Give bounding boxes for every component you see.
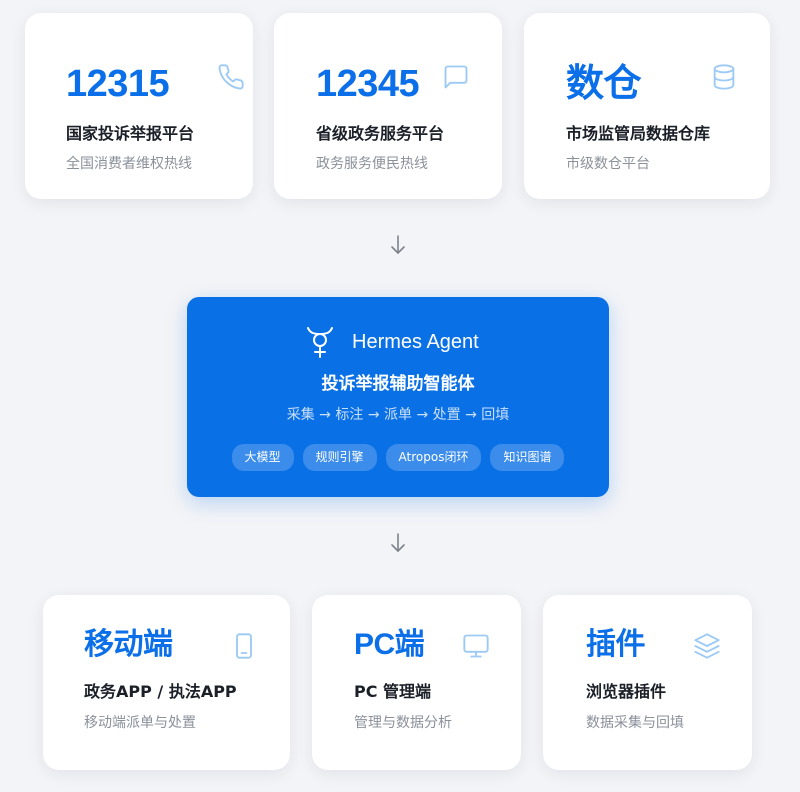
output-name: 插件 <box>586 628 646 661</box>
hermes-agent-card: Hermes Agent 投诉举报辅助智能体 采集 → 标注 → 派单 → 处置… <box>187 297 609 497</box>
agent-process-flow: 采集 → 标注 → 派单 → 处置 → 回填 <box>286 407 510 423</box>
output-title: PC 管理端 <box>354 682 432 701</box>
output-title: 政务APP / 执法APP <box>84 682 237 701</box>
hermes-caduceus-icon <box>305 325 335 359</box>
agent-brand-name: Hermes Agent <box>352 331 479 353</box>
capability-tag: 规则引擎 <box>302 444 377 471</box>
agent-capability-tags: 大模型 规则引擎 Atropos闭环 知识图谱 <box>187 444 609 471</box>
database-icon <box>710 63 738 91</box>
source-card-12345: 12345 省级政务服务平台 政务服务便民热线 <box>274 13 502 199</box>
flow-arrow-down-icon <box>388 233 408 257</box>
source-title: 国家投诉举报平台 <box>66 124 195 143</box>
output-card-plugin: 插件 浏览器插件 数据采集与回填 <box>543 595 752 770</box>
output-card-mobile: 移动端 政务APP / 执法APP 移动端派单与处置 <box>43 595 290 770</box>
source-card-12315: 12315 国家投诉举报平台 全国消费者维权热线 <box>25 13 253 199</box>
capability-tag: Atropos闭环 <box>385 444 482 471</box>
capability-tag: 知识图谱 <box>490 444 565 471</box>
output-title: 浏览器插件 <box>586 682 667 701</box>
source-desc: 政务服务便民热线 <box>316 156 428 172</box>
source-title: 省级政务服务平台 <box>316 124 445 143</box>
chat-icon <box>442 63 470 91</box>
phone-icon <box>217 63 245 91</box>
source-number: 12315 <box>66 63 170 105</box>
source-number: 12345 <box>316 63 420 105</box>
layers-icon <box>693 632 721 660</box>
source-number: 数仓 <box>566 63 642 105</box>
output-desc: 管理与数据分析 <box>354 715 452 731</box>
monitor-icon <box>462 632 490 660</box>
source-card-datawarehouse: 数仓 市场监管局数据仓库 市级数仓平台 <box>524 13 770 199</box>
source-desc: 全国消费者维权热线 <box>66 156 192 172</box>
source-desc: 市级数仓平台 <box>566 156 650 172</box>
mobile-icon <box>230 632 258 660</box>
output-desc: 数据采集与回填 <box>586 715 684 731</box>
flow-arrow-down-icon <box>388 531 408 555</box>
output-card-pc: PC端 PC 管理端 管理与数据分析 <box>312 595 521 770</box>
output-name: PC端 <box>354 628 425 661</box>
output-name: 移动端 <box>84 628 173 661</box>
capability-tag: 大模型 <box>231 444 294 471</box>
output-desc: 移动端派单与处置 <box>84 715 196 731</box>
source-title: 市场监管局数据仓库 <box>566 124 711 143</box>
agent-title: 投诉举报辅助智能体 <box>321 374 475 394</box>
